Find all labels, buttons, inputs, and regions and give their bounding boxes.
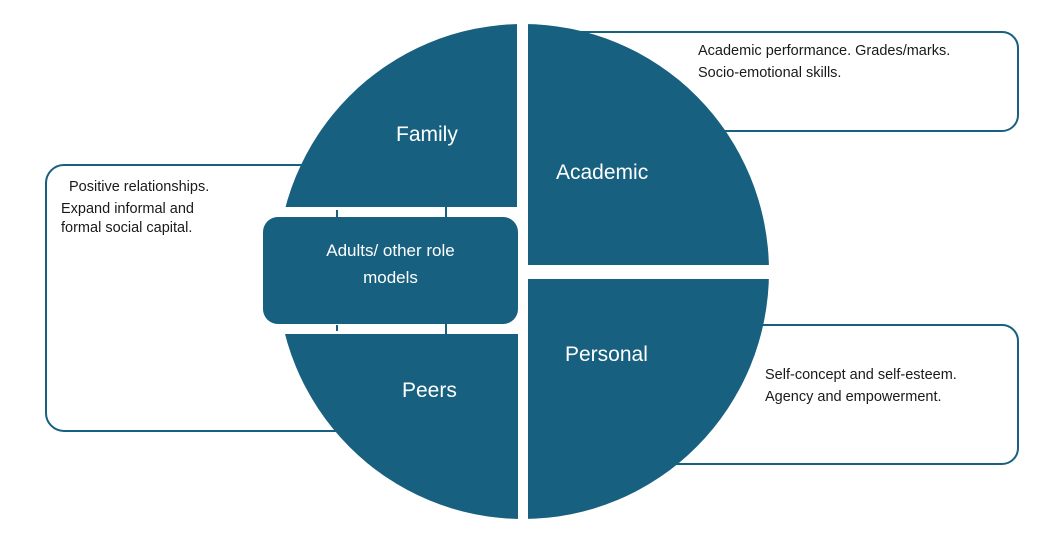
callout-social-line3: formal social capital. [61,220,193,236]
center-label-line2: models [363,268,418,287]
segment-family [277,24,517,207]
segment-label-peers: Peers [402,379,457,402]
callout-social-line2: Expand informal and [61,201,194,217]
center-label: Adults/ other role models [263,237,518,291]
callout-academic-line1: Academic performance. Grades/marks. [698,43,951,59]
segment-label-academic: Academic [556,161,649,184]
segment-label-personal: Personal [565,343,648,366]
callout-text-academic: Academic performance. Grades/marks. Soci… [698,40,950,84]
callout-personal-line1: Self-concept and self-esteem. [765,367,957,383]
center-box [263,217,518,324]
callout-academic-line2: Socio-emotional skills. [698,65,842,81]
callout-social-line1: Positive relationships. [69,179,210,195]
callout-personal-line2: Agency and empowerment. [765,389,942,405]
segment-label-family: Family [396,123,458,146]
callout-text-social: Positive relationships. Expand informal … [61,176,209,239]
callout-text-personal: Self-concept and self-esteem. Agency and… [765,364,957,408]
center-label-line1: Adults/ other role [326,241,455,260]
